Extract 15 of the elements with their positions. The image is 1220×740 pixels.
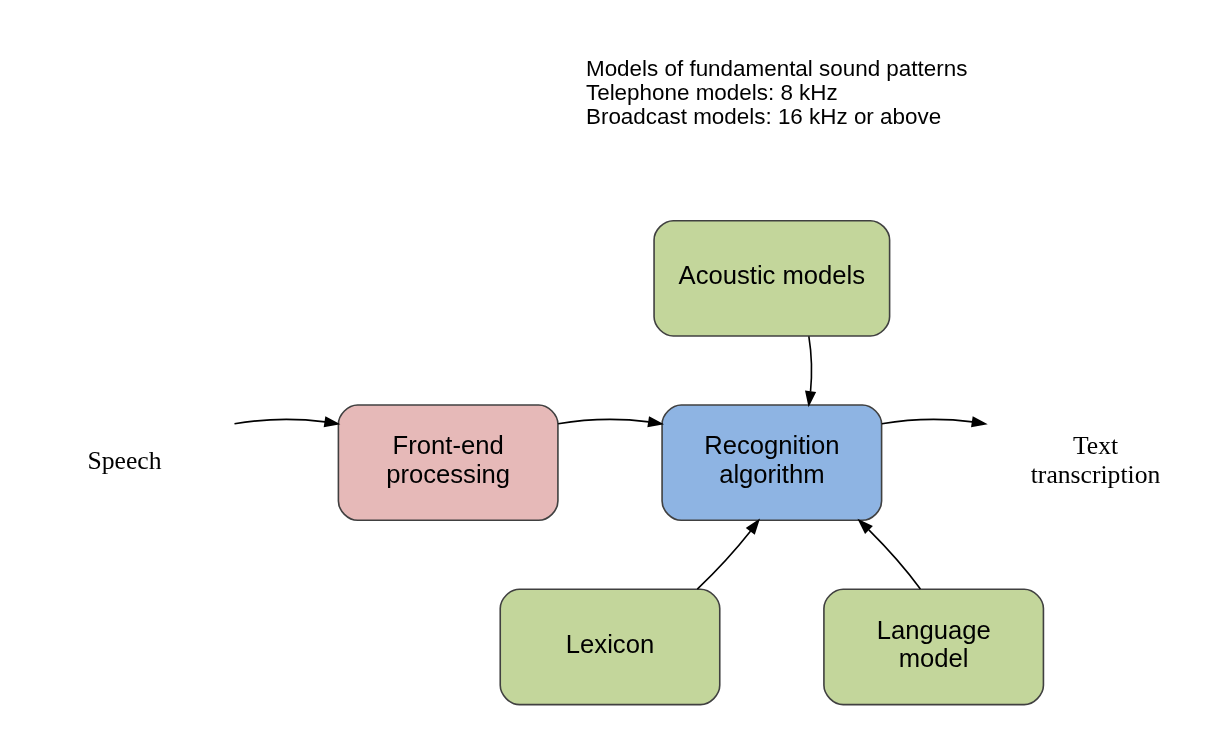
node-box: Acoustic models xyxy=(653,219,891,337)
arrow xyxy=(857,518,922,590)
arrow xyxy=(881,415,988,427)
node-box: Front-end processing xyxy=(337,403,559,521)
arrow xyxy=(233,415,341,427)
arrow xyxy=(696,518,760,590)
node-box: Lexicon xyxy=(499,587,721,705)
node-box: Recognition algorithm xyxy=(661,403,883,521)
label: Models of fundamental sound patterns xyxy=(585,55,968,81)
node-text: Speech xyxy=(87,445,162,475)
label: Telephone models: 8 kHz xyxy=(585,79,838,105)
arrow xyxy=(557,415,665,427)
node-text: Text transcription xyxy=(1030,430,1161,489)
node-box: Language model xyxy=(823,587,1045,705)
arrow xyxy=(805,334,817,407)
